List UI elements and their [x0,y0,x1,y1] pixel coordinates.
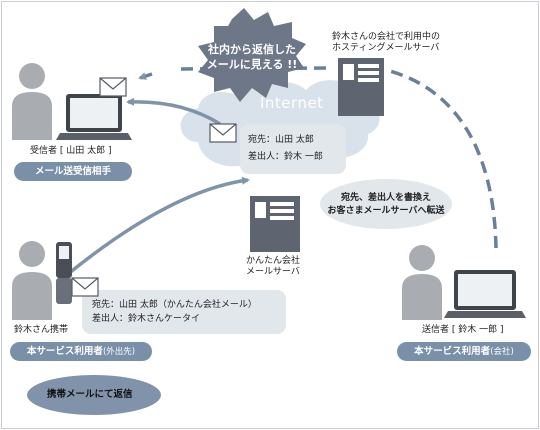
kantan-server-label-line-1: かんたん会社 [246,256,301,266]
rewrite-note-line-2: お客さまメールサーバへ転送 [327,206,445,216]
hosting-server-label-line-2: ホスティングメールサーバ [332,43,440,53]
mobile-mail-to: 宛先：山田 太郎（かんたん会社メール） [92,300,257,310]
hosting-server-icon [338,58,384,116]
center-envelope-icon [209,123,237,143]
kantan-server-label-line-2: メールサーバ [246,267,300,277]
burst-line-2: メールに見える !! [206,58,298,71]
receiver-person-icon [12,63,52,140]
dashed-arrow-to-receiver [138,72,153,80]
mobile-user-caption: 鈴木さん携帯 [14,325,69,335]
receiver-caption: 受信者 [ 山田 太郎 ] [30,146,112,156]
sender-person-icon [402,245,442,320]
sender-laptop-icon [444,270,526,318]
mobile-mail-from: 差出人：鈴木さんケータイ [92,314,201,324]
mobile-mail-text: 宛先：山田 太郎（かんたん会社メール） 差出人：鈴木さんケータイ [92,298,257,326]
mobile-phone-icon [56,242,72,304]
dashed-route-sender-to-hosting [385,68,498,249]
sender-caption: 送信者 [ 鈴木 一郎 ] [422,325,504,335]
center-mail-text: 宛先：山田 太郎 差出人：鈴木 一郎 [248,132,323,166]
center-mail-bubble [240,124,346,174]
hosting-server-label: 鈴木さんの会社で利用中の ホスティングメールサーバ [332,32,440,54]
mobile-user-role-main: 本サービス利用者 [26,346,103,357]
mobile-envelope-icon [71,277,99,297]
burst-callout: 社内から返信した メールに見える !! [205,42,299,72]
center-mail-to: 宛先：山田 太郎 [248,135,314,145]
reply-note-bubble [27,375,161,415]
burst-line-1: 社内から返信した [208,43,296,56]
rewrite-note: 宛先、差出人を書換え お客さまメールサーバへ転送 [320,192,452,218]
sender-role-sub: (会社) [490,347,514,357]
arrow-forward-to-receiver [126,97,221,126]
sender-role-pill: 本サービス利用者(会社) [397,342,531,361]
kantan-server-label: かんたん会社 メールサーバ [246,256,300,278]
mobile-user-role-pill: 本サービス利用者(外出先) [10,342,152,361]
rewrite-note-bubble [320,179,452,229]
arrow-mobile-to-kantan [66,176,250,276]
center-mail-from: 差出人：鈴木 一郎 [248,152,323,162]
mobile-user-role-sub: (外出先) [102,347,136,357]
burst-callout-shape [198,8,306,102]
receiver-envelope-icon [99,77,127,97]
rewrite-note-line-1: 宛先、差出人を書換え [340,193,431,203]
internet-label: Internet [260,94,324,112]
mobile-mail-bubble [82,290,286,334]
sender-role-main: 本サービス利用者 [414,346,491,357]
hosting-server-label-line-1: 鈴木さんの会社で利用中の [332,32,441,42]
reply-note: 携帯メールにて返信 [47,389,133,400]
kantan-server-icon [250,196,300,252]
receiver-role-pill: メール送受信相手 [14,162,132,181]
mobile-person-icon [12,241,52,320]
receiver-laptop-icon [56,94,132,140]
